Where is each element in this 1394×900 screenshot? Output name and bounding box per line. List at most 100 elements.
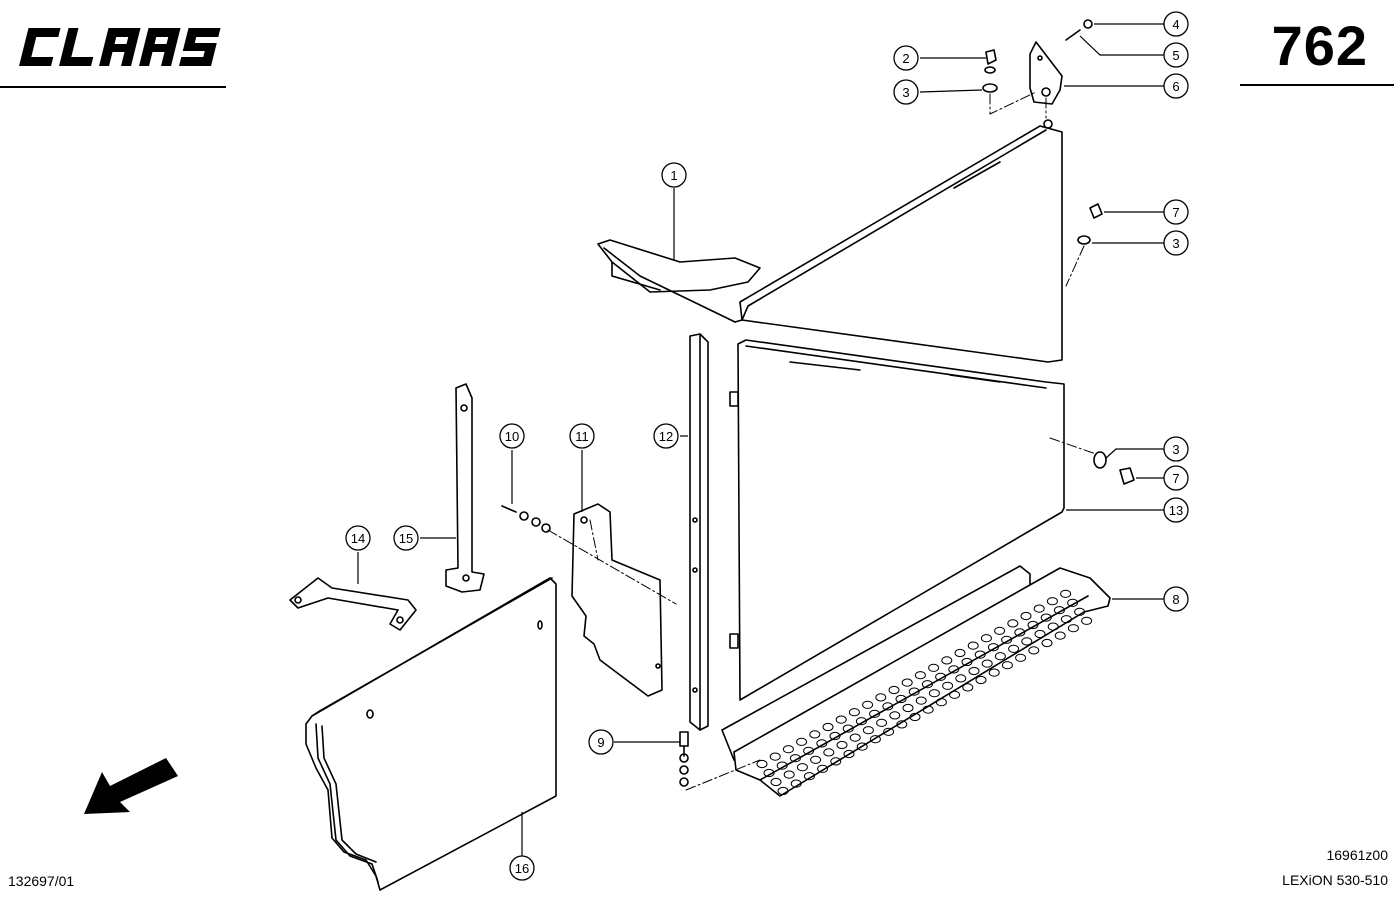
callout-circle	[893, 79, 919, 105]
perforation-hole	[994, 652, 1006, 661]
callout-number: 5	[1172, 48, 1179, 63]
perforation-hole	[968, 666, 980, 676]
perforation-hole	[901, 678, 913, 687]
perforation-hole	[928, 689, 940, 698]
callout-number: 14	[351, 531, 365, 546]
perforation-hole	[1060, 615, 1072, 624]
part-bent-bracket	[289, 577, 417, 631]
perforation-hole	[962, 683, 974, 692]
perforation-hole	[974, 650, 986, 659]
drawing-id: 16961z00	[1326, 847, 1388, 863]
callout-c-6: 6	[1163, 73, 1189, 99]
callout-number: 7	[1172, 205, 1179, 220]
perforation-hole	[823, 748, 835, 757]
callout-c-3a: 3	[893, 79, 919, 105]
perforation-hole	[843, 749, 855, 759]
perforation-hole	[1015, 653, 1027, 662]
callout-c-9: 9	[588, 729, 614, 755]
perforation-hole	[902, 703, 914, 713]
perforation-hole	[796, 737, 808, 746]
callout-number: 13	[1169, 503, 1183, 518]
perforation-hole	[836, 740, 848, 750]
callout-number: 1	[670, 168, 677, 183]
perforation-hole	[835, 715, 847, 724]
callout-circle	[1163, 497, 1189, 523]
callout-c-2: 2	[893, 45, 919, 71]
perforation-hole	[935, 672, 947, 681]
perforation-hole	[1027, 620, 1039, 630]
direction-arrow	[84, 758, 178, 814]
perforation-hole	[1014, 628, 1026, 637]
callout-c-5: 5	[1163, 42, 1189, 68]
perforation-hole	[789, 754, 801, 763]
perforation-hole	[954, 648, 966, 658]
callout-c-7a: 7	[1163, 199, 1189, 225]
perforation-hole	[777, 786, 789, 796]
callout-c-1: 1	[661, 162, 687, 188]
perforation-hole	[876, 718, 888, 727]
perforation-hole	[967, 641, 979, 650]
header-rule-right	[1240, 84, 1394, 86]
perforation-hole	[848, 708, 860, 717]
perforation-hole	[1040, 613, 1052, 622]
perforation-hole	[1028, 646, 1040, 655]
perforation-hole	[975, 675, 987, 685]
part-lower-panel	[729, 339, 1065, 701]
callout-circle	[345, 525, 371, 551]
perforation-hole	[1034, 629, 1046, 639]
callout-circle	[509, 855, 535, 881]
perforation-hole	[817, 764, 829, 773]
perforation-hole	[915, 696, 927, 705]
callout-c-16: 16	[509, 855, 535, 881]
perforation-hole	[935, 698, 947, 707]
perforation-hole	[809, 730, 821, 739]
callout-circle	[661, 162, 687, 188]
callout-number: 10	[505, 429, 519, 444]
perforation-hole	[869, 735, 881, 744]
callout-circle	[893, 45, 919, 71]
perforation-hole	[842, 724, 854, 733]
callout-c-10: 10	[499, 423, 525, 449]
callout-circle	[1163, 230, 1189, 256]
callout-c-11: 11	[569, 423, 595, 449]
callout-c-12: 12	[653, 423, 679, 449]
perforation-hole	[875, 693, 887, 702]
callout-number: 6	[1172, 79, 1179, 94]
perforation-hole	[988, 668, 1000, 677]
callout-number: 9	[597, 735, 604, 750]
perforation-hole	[1021, 637, 1033, 646]
perforation-hole	[908, 687, 920, 696]
callout-circle	[1163, 11, 1189, 37]
perforation-hole	[869, 709, 881, 718]
model-name: LEXiON 530-510	[1282, 872, 1388, 888]
perforation-hole	[961, 657, 973, 667]
perforation-hole	[829, 731, 841, 741]
callout-circle	[1163, 199, 1189, 225]
part-vertical-bracket	[445, 383, 485, 593]
perforation-hole	[948, 665, 960, 674]
callout-number: 12	[659, 429, 673, 444]
callout-c-4: 4	[1163, 11, 1189, 37]
callout-c-3c: 3	[1163, 436, 1189, 462]
perforation-hole	[849, 733, 861, 742]
perforation-hole	[1074, 607, 1086, 616]
perforation-hole	[756, 759, 768, 769]
doc-ref: 132697/01	[8, 873, 75, 889]
callout-c-14: 14	[345, 525, 371, 551]
part-upper-panel	[597, 119, 1063, 363]
perforation-hole	[783, 770, 795, 779]
step-perforations	[756, 589, 1093, 796]
perforation-hole	[941, 656, 953, 665]
callout-number: 3	[1172, 442, 1179, 457]
perforation-hole	[769, 752, 781, 761]
perforation-hole	[882, 702, 894, 711]
perforation-hole	[896, 720, 908, 729]
perforation-hole	[1067, 598, 1079, 607]
callout-circle	[393, 525, 419, 551]
callout-number: 7	[1172, 471, 1179, 486]
callout-number: 16	[515, 861, 529, 876]
perforation-hole	[888, 685, 900, 695]
header-rule-left	[0, 86, 226, 88]
perforation-hole	[855, 717, 867, 726]
